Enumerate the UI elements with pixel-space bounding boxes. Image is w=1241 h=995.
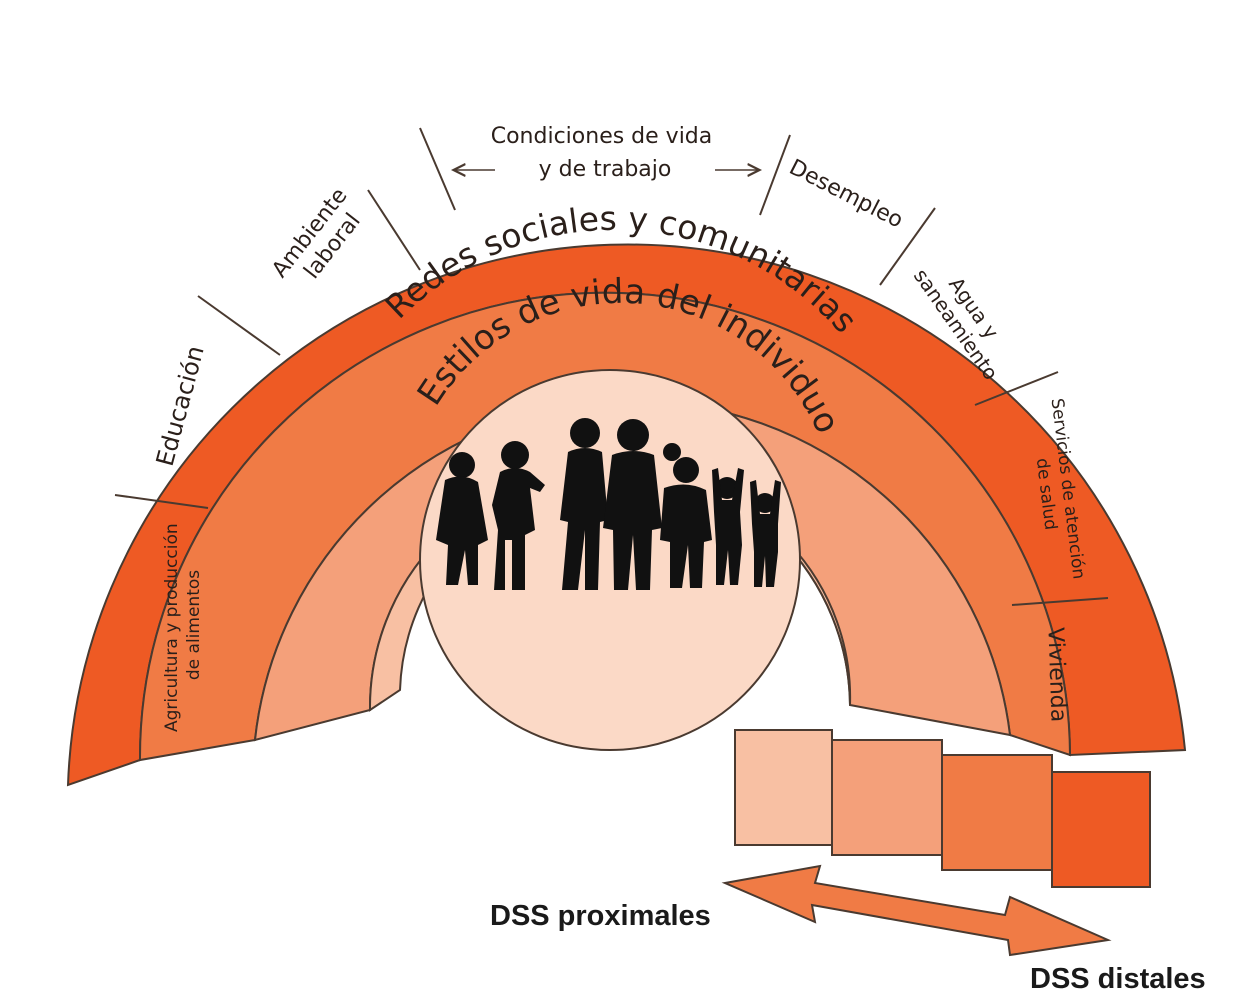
distal-label: DSS distales	[1030, 963, 1206, 995]
segment-unemployment-label: Desempleo	[785, 155, 907, 234]
proximal-label: DSS proximales	[490, 900, 711, 932]
segment-work-environment-label: Ambiente laboral	[267, 178, 377, 299]
legend-scale	[734, 729, 1151, 888]
segment-living-conditions-label: Condiciones de vida y de trabajo	[491, 124, 720, 182]
legend-box-networks	[831, 739, 943, 856]
segment-housing-label: Vivienda	[1042, 627, 1070, 723]
legend-box-determinants	[941, 754, 1053, 871]
legend-box-lifestyles	[734, 729, 833, 846]
segment-agriculture-label: Agricultura y producción de alimentos	[162, 518, 204, 732]
people-silhouette-icon	[436, 418, 781, 590]
legend-box-outer	[1051, 771, 1151, 888]
proximal-distal-double-arrow	[721, 864, 1112, 957]
segment-dividers	[114, 127, 1109, 606]
